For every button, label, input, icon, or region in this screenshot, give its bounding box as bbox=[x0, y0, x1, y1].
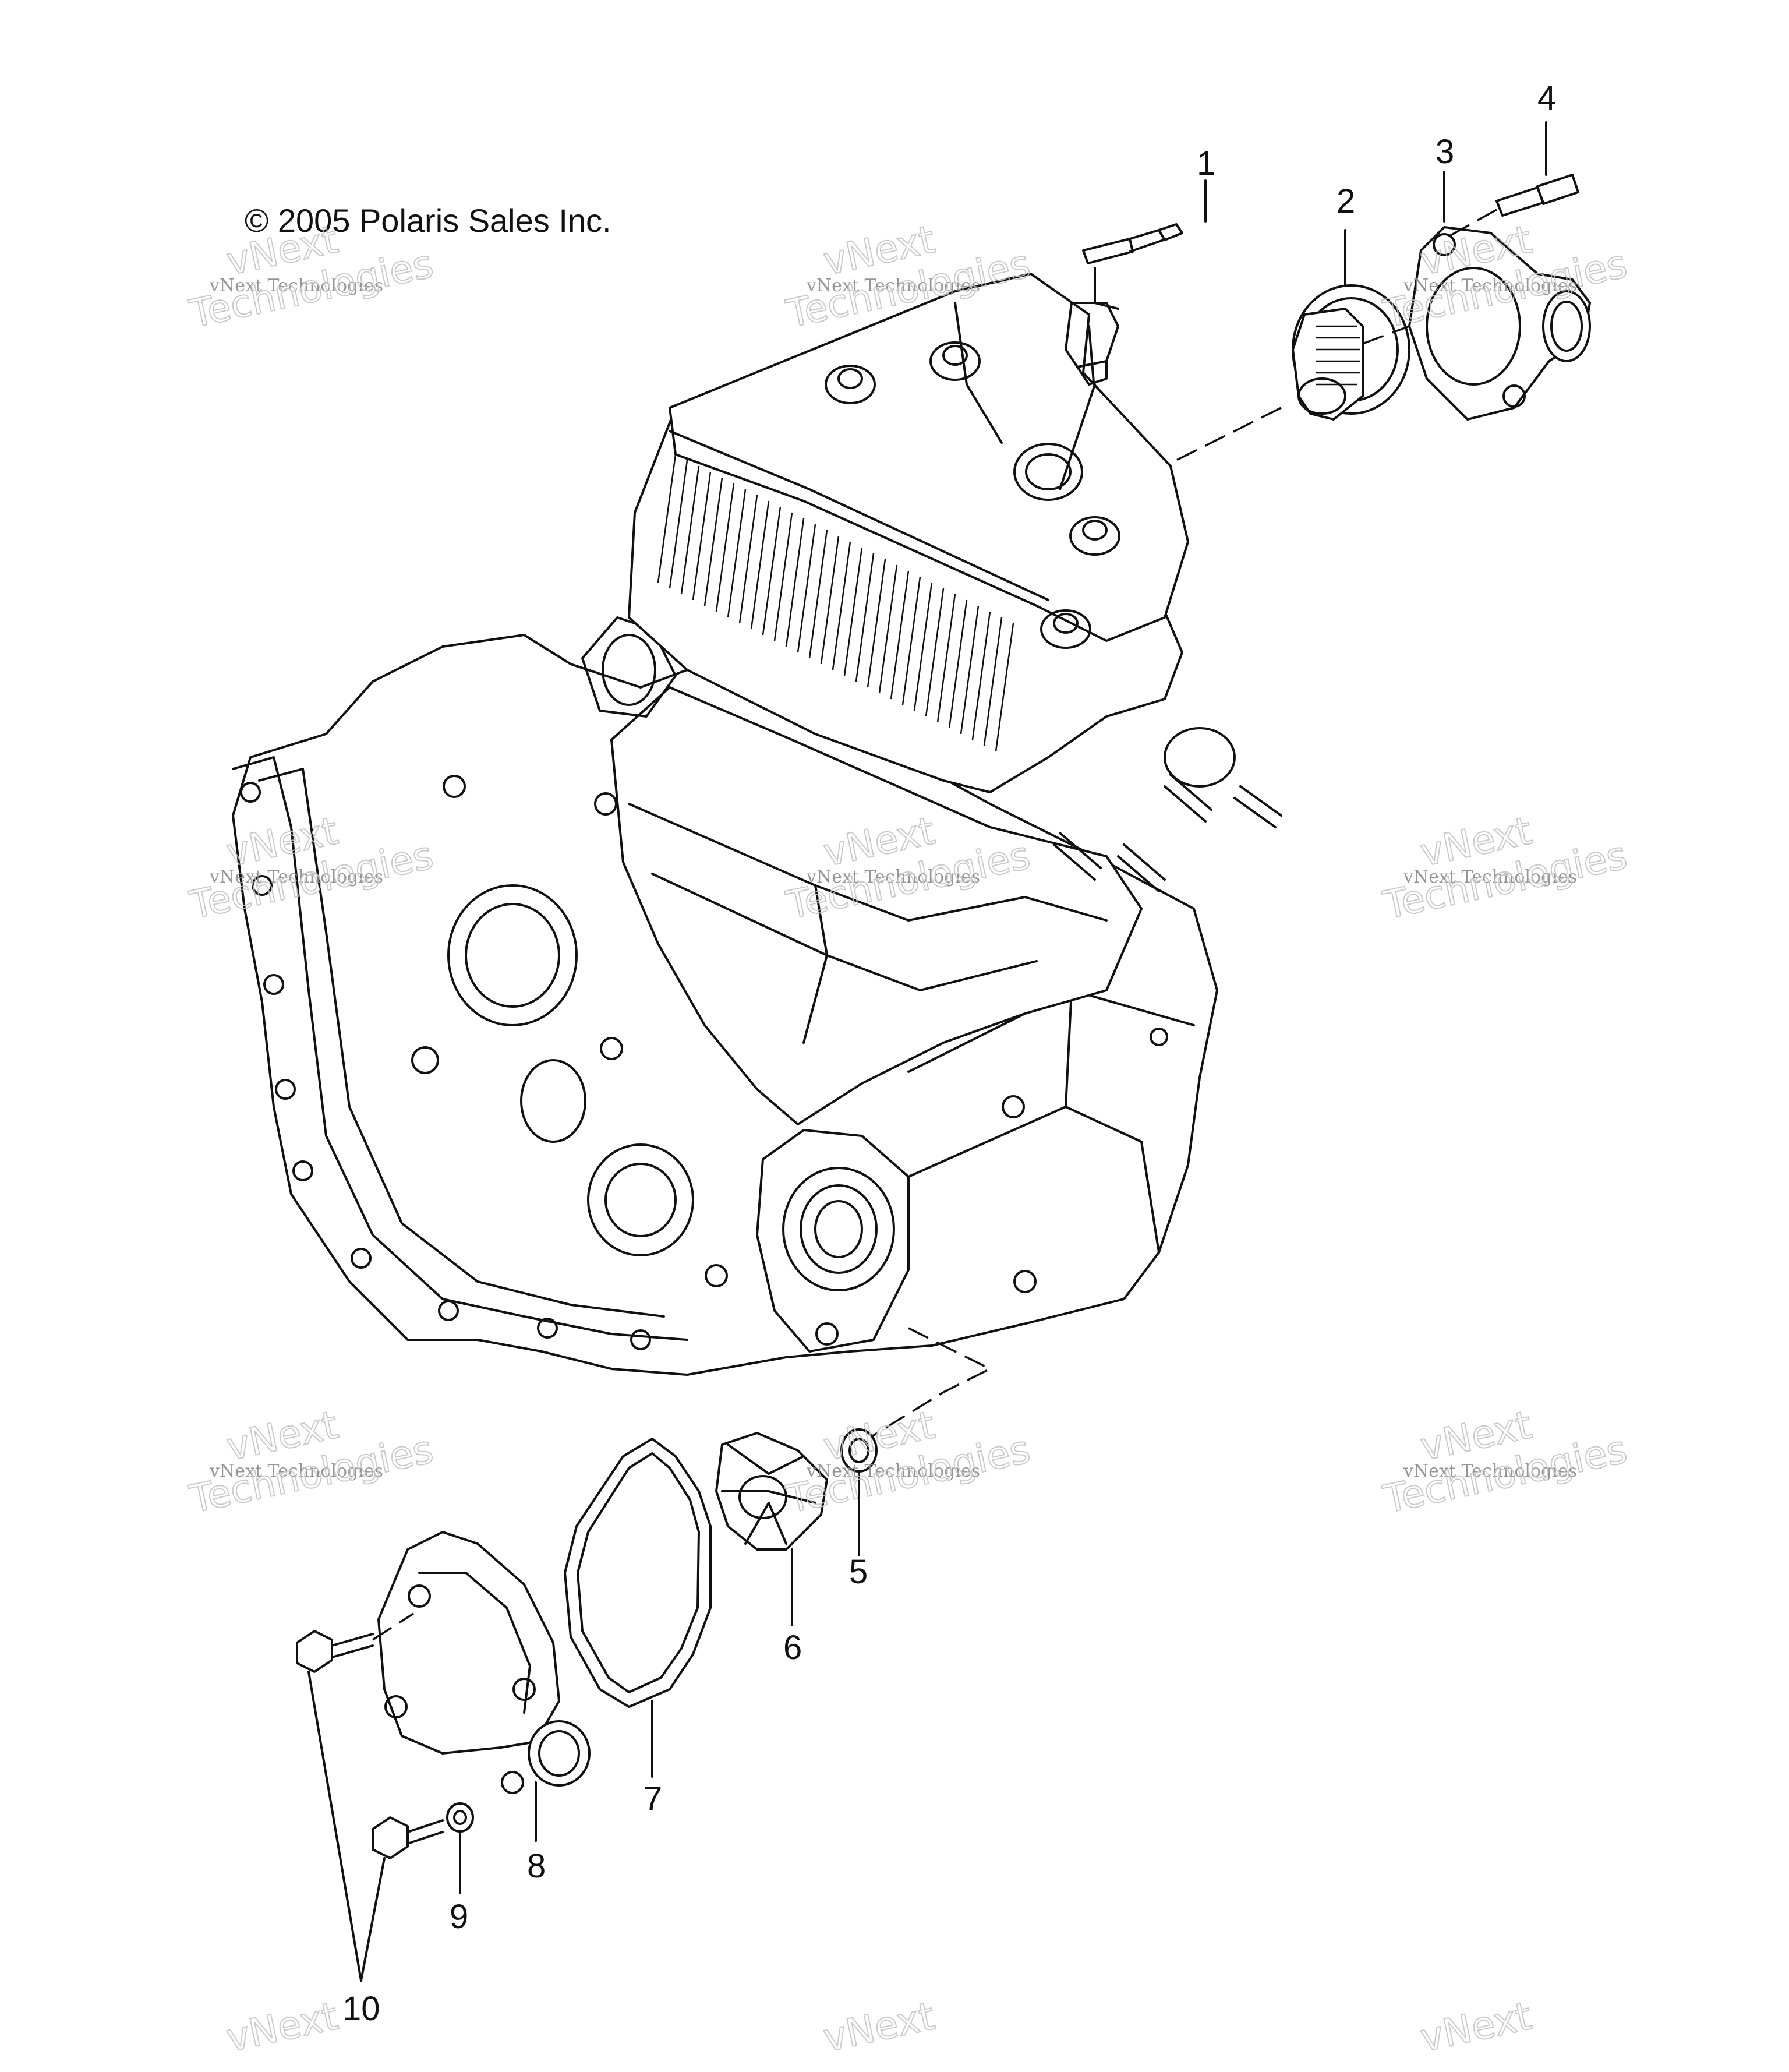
watermark-text: vNext Technologies bbox=[209, 276, 383, 296]
callout-9: 9 bbox=[450, 1898, 468, 1936]
watermark-text: vNext Technologies bbox=[1403, 276, 1577, 296]
callout-8: 8 bbox=[527, 1847, 546, 1885]
part-8-pump-cover bbox=[377, 1531, 591, 1794]
callout-2: 2 bbox=[1337, 182, 1355, 220]
callout-3: 3 bbox=[1436, 133, 1454, 171]
part-2-thermostat bbox=[1176, 284, 1410, 461]
watermark-text: vNext Technologies bbox=[806, 276, 980, 296]
watermark-outline: vNext bbox=[819, 1993, 939, 2060]
leader-lines bbox=[307, 121, 1547, 1982]
watermark-text: vNext Technologies bbox=[1403, 1461, 1577, 1481]
callout-7: 7 bbox=[644, 1780, 662, 1818]
part-1-spark-plug bbox=[1059, 223, 1183, 490]
watermark-text: vNext Technologies bbox=[806, 1461, 980, 1481]
watermark-text: vNext Technologies bbox=[209, 867, 383, 887]
part-5-seal bbox=[840, 1428, 878, 1473]
watermark-text: vNext Technologies bbox=[806, 867, 980, 887]
part-10-bolts bbox=[296, 1612, 444, 1859]
part-6-impeller bbox=[715, 1432, 828, 1551]
part-7-gasket bbox=[564, 1438, 712, 1708]
part-3-thermostat-housing bbox=[1362, 226, 1591, 421]
watermark-outline: vNext bbox=[1416, 1993, 1536, 2060]
part-4-bolt bbox=[1444, 174, 1579, 240]
watermark-outline: vNext bbox=[222, 1993, 342, 2060]
part-9-washer bbox=[446, 1802, 474, 1833]
engine-illustration bbox=[232, 273, 1282, 1376]
callout-4: 4 bbox=[1537, 79, 1556, 117]
watermark-text: vNext Technologies bbox=[209, 1461, 383, 1481]
callout-5: 5 bbox=[849, 1553, 868, 1591]
callout-1: 1 bbox=[1197, 144, 1215, 182]
copyright-text: © 2005 Polaris Sales Inc. bbox=[245, 202, 611, 239]
callout-labels: 1 2 3 4 5 6 7 8 9 10 bbox=[342, 79, 1556, 2028]
callout-10: 10 bbox=[342, 1990, 380, 2028]
callout-6: 6 bbox=[783, 1629, 802, 1667]
watermark-text: vNext Technologies bbox=[1403, 867, 1577, 887]
